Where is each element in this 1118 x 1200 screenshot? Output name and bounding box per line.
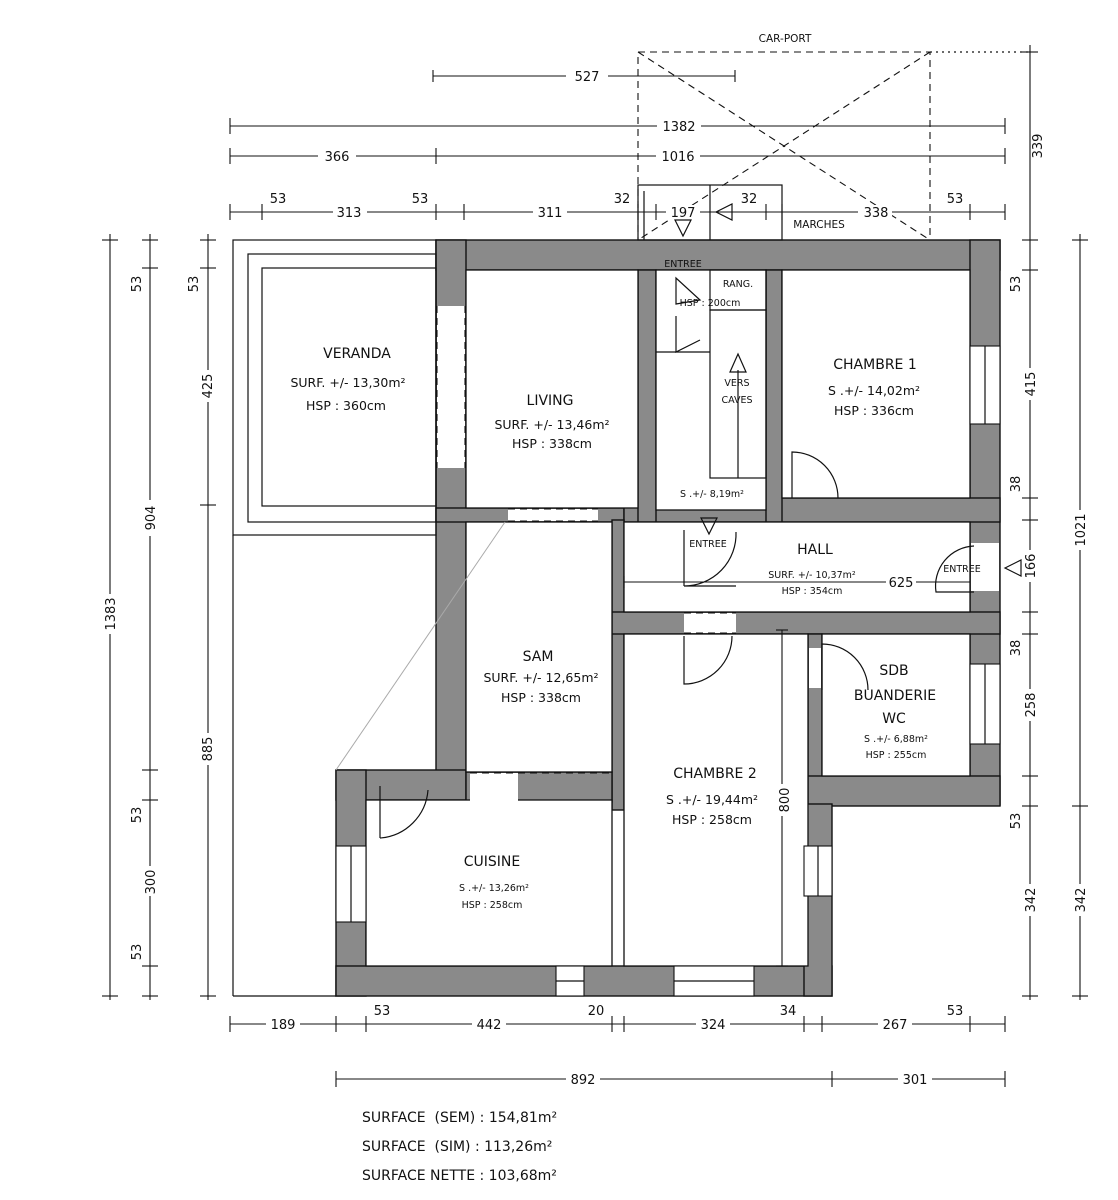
dim-left-a-1: 904 (144, 506, 159, 531)
surface-totals: SURFACE (SEM) : 154,81m² SURFACE (SIM) :… (362, 1104, 557, 1191)
caves-label: CAVES (721, 395, 752, 406)
chambre1-name: CHAMBRE 1 (833, 357, 917, 373)
dim-339: 339 (1031, 134, 1046, 159)
dim-right-a-0: 53 (1009, 276, 1024, 293)
dim-row3-1: 313 (337, 206, 362, 221)
sam-surf: SURF. +/- 12,65m² (483, 670, 598, 685)
marches-label: MARCHES (793, 219, 845, 231)
chambre2-hsp: HSP : 258cm (672, 812, 752, 827)
room-labels: CAR-PORT MARCHES VERANDA SURF. +/- 13,30… (290, 33, 980, 911)
dim-bottom1-1: 53 (374, 1004, 391, 1019)
dim-right-a-6: 53 (1009, 813, 1024, 830)
dim-left-a-4: 53 (130, 944, 145, 961)
entree-top-label: ENTREE (664, 259, 702, 270)
cuisine-hsp: HSP : 258cm (462, 900, 523, 911)
dim-left-a-2: 53 (130, 807, 145, 824)
dim-right-b-0: 1021 (1074, 513, 1089, 546)
dim-bottom1-0: 189 (271, 1018, 296, 1033)
sdb-line1: SDB (879, 663, 908, 679)
surface-nette: SURFACE NETTE : 103,68m² (362, 1168, 557, 1184)
entree-right-label: ENTREE (943, 564, 981, 575)
sdb-line2: BUANDERIE (854, 688, 936, 704)
dim-row3-0: 53 (270, 192, 287, 207)
openings (335, 306, 1001, 997)
entree-mid-label: ENTREE (689, 539, 727, 550)
surface-sim: SURFACE (SIM) : 113,26m² (362, 1139, 553, 1155)
sdb-hsp: HSP : 255cm (866, 750, 927, 761)
dim-left-a-0: 53 (130, 276, 145, 293)
dimension-lines (102, 45, 1088, 1087)
sam-name: SAM (523, 649, 554, 665)
dim-bottom1-5: 34 (780, 1004, 797, 1019)
dim-bottom1-7: 53 (947, 1004, 964, 1019)
dim-bottom2-1: 301 (903, 1073, 928, 1088)
veranda-hsp: HSP : 360cm (306, 398, 386, 413)
dim-bottom1-4: 324 (701, 1018, 726, 1033)
dim-row3-2: 53 (412, 192, 429, 207)
chambre1-hsp: HSP : 336cm (834, 403, 914, 418)
dim-left-b-1: 425 (201, 374, 216, 399)
dimension-labels: 527 1382 366 1016 53 313 53 311 32 197 3… (103, 68, 1089, 1088)
living-surf: SURF. +/- 13,46m² (494, 417, 609, 432)
dim-hall-625: 625 (889, 576, 914, 591)
dim-row3-6: 32 (741, 192, 758, 207)
dim-left-total: 1383 (104, 597, 119, 630)
surface-sem: SURFACE (SEM) : 154,81m² (362, 1110, 558, 1126)
veranda-name: VERANDA (323, 346, 391, 362)
cuisine-name: CUISINE (464, 854, 521, 870)
dim-800: 800 (778, 788, 793, 813)
chambre1-surf: S .+/- 14,02m² (828, 383, 920, 398)
dim-1016: 1016 (661, 150, 694, 165)
chambre2-surf: S .+/- 19,44m² (666, 792, 758, 807)
dim-366: 366 (325, 150, 350, 165)
dim-row3-7: 338 (864, 206, 889, 221)
dim-1382: 1382 (662, 120, 695, 135)
dim-right-a-4: 38 (1009, 640, 1024, 657)
chambre2-name: CHAMBRE 2 (673, 766, 757, 782)
dim-right-a-1: 415 (1024, 372, 1039, 397)
rang-label: RANG. (723, 279, 753, 290)
dim-left-b-2: 885 (201, 737, 216, 762)
hsp-200-label: HSP : 200cm (680, 298, 741, 309)
dim-row3-3: 311 (538, 206, 563, 221)
dim-right-b-1: 342 (1074, 888, 1089, 913)
dim-bottom2-0: 892 (571, 1073, 596, 1088)
dim-right-a-7: 342 (1024, 888, 1039, 913)
veranda-area (232, 239, 506, 997)
stair-surf-label: S .+/- 8,19m² (680, 489, 744, 500)
dim-right-a-2: 38 (1009, 476, 1024, 493)
dim-row3-4: 32 (614, 192, 631, 207)
dim-row3-5: 197 (671, 206, 696, 221)
carport-label: CAR-PORT (759, 33, 812, 45)
hall-hsp: HSP : 354cm (782, 586, 843, 597)
cuisine-surf: S .+/- 13,26m² (459, 883, 529, 894)
sam-hsp: HSP : 338cm (501, 690, 581, 705)
veranda-surf: SURF. +/- 13,30m² (290, 375, 405, 390)
hall-name: HALL (797, 542, 833, 558)
dim-left-a-3: 300 (144, 870, 159, 895)
dim-row3-8: 53 (947, 192, 964, 207)
living-name: LIVING (527, 393, 574, 409)
dim-bottom1-6: 267 (883, 1018, 908, 1033)
hall-surf: SURF. +/- 10,37m² (768, 570, 856, 581)
dim-527: 527 (575, 70, 600, 85)
dim-bottom1-3: 20 (588, 1004, 605, 1019)
vers-label: VERS (724, 378, 749, 389)
sdb-line3: WC (882, 711, 906, 727)
dim-bottom1-2: 442 (477, 1018, 502, 1033)
sdb-surf: S .+/- 6,88m² (864, 734, 928, 745)
dim-left-b-0: 53 (187, 276, 202, 293)
living-hsp: HSP : 338cm (512, 436, 592, 451)
dim-right-a-3: 166 (1024, 554, 1039, 579)
dim-right-a-5: 258 (1024, 693, 1039, 718)
